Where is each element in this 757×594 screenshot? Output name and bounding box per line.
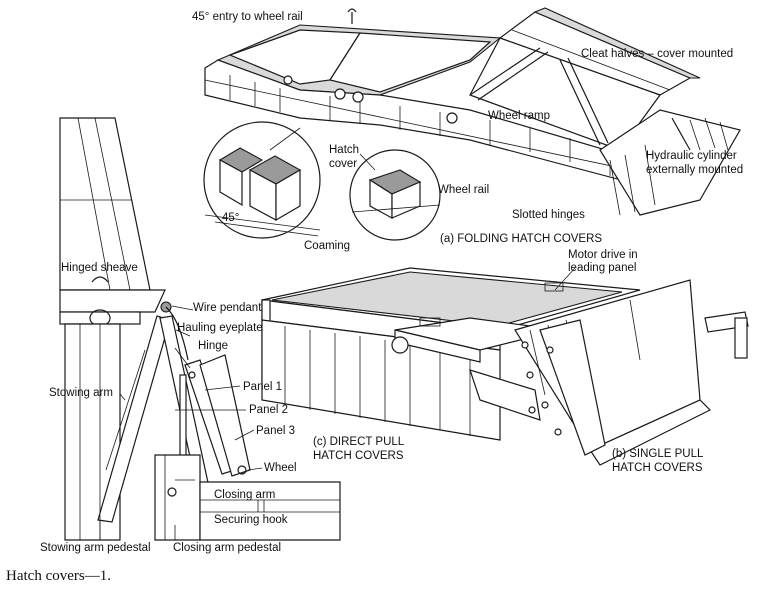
label-45-entry-to-wheel-rail: 45° entry to wheel rail [192, 11, 303, 23]
label-closing-arm-pedestal: Closing arm pedestal [173, 542, 282, 554]
label-hatch-cover-line1: Hatch [329, 144, 360, 156]
caption-folding-hatch-covers: (a) FOLDING HATCH COVERS [440, 233, 603, 245]
label-stowing-arm: Stowing arm [49, 387, 113, 399]
label-coaming: Coaming [304, 240, 351, 252]
label-hauling-eyeplate: Hauling eyeplate [177, 322, 263, 334]
stowing-arm-drawing [59, 117, 341, 541]
label-wheel-ramp: Wheel ramp [488, 110, 550, 122]
label-panel-1: Panel 1 [243, 381, 283, 393]
label-hinge: Hinge [198, 340, 229, 352]
label-hinged-sheave: Hinged sheave [61, 262, 138, 274]
label-cleat-halves: Cleat halves – cover mounted [581, 48, 734, 60]
caption-direct-pull-line2: HATCH COVERS [313, 450, 404, 462]
label-wire-pendant: Wire pendant [193, 302, 262, 314]
label-stowing-arm-pedestal: Stowing arm pedestal [40, 542, 151, 554]
caption-single-pull-line2: HATCH COVERS [612, 462, 703, 474]
pull-hatch-covers-drawing [261, 267, 749, 466]
label-wheel: Wheel [264, 462, 297, 474]
label-panel-3: Panel 3 [256, 425, 296, 437]
label-panel-2: Panel 2 [249, 404, 289, 416]
label-45-degrees: 45° [222, 212, 240, 224]
caption-single-pull-line1: (b) SINGLE PULL [612, 448, 704, 460]
label-motor-drive-line1: Motor drive in [568, 249, 638, 261]
label-hatch-cover-line2: cover [329, 158, 358, 170]
label-closing-arm: Closing arm [214, 489, 276, 501]
folding-hatch-covers-drawing [203, 7, 741, 241]
label-hydraulic-cylinder-line1: Hydraulic cylinder [646, 150, 737, 162]
label-hydraulic-cylinder-line2: externally mounted [646, 164, 744, 176]
label-securing-hook: Securing hook [214, 514, 288, 526]
caption-direct-pull-line1: (c) DIRECT PULL [313, 436, 405, 448]
label-wheel-rail: Wheel rail [438, 184, 490, 196]
label-slotted-hinges: Slotted hinges [512, 209, 585, 221]
figure-caption: Hatch covers—1. [6, 568, 111, 584]
label-motor-drive-line2: leading panel [568, 262, 637, 274]
